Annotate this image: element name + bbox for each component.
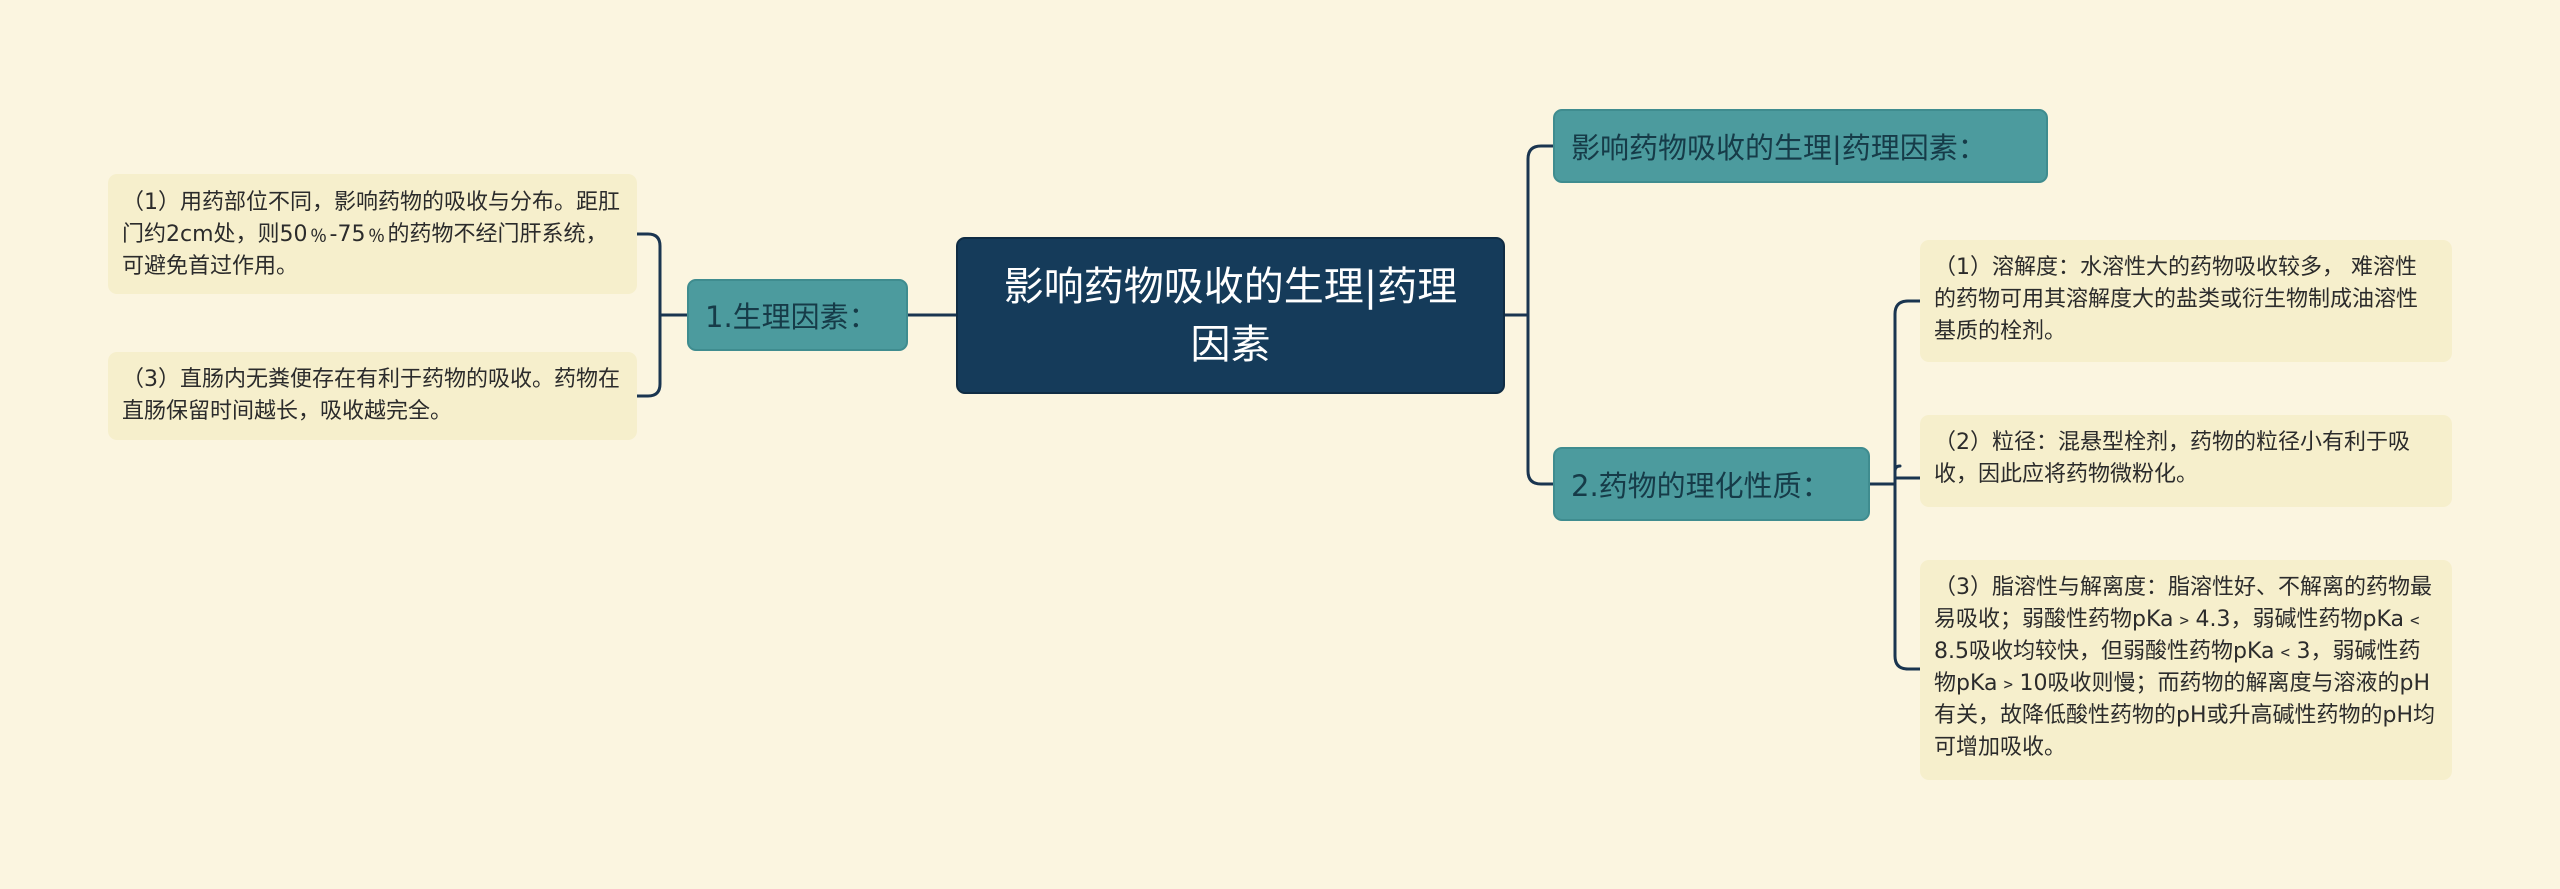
leaf-drug-site[interactable]: （1）用药部位不同，影响药物的吸收与分布。距肛门约2cm处，则50﹪-75﹪的药… [108, 174, 637, 294]
root-topic-label: 影响药物吸收的生理|药理因素 [1003, 263, 1458, 368]
leaf-drug-site-text: （1）用药部位不同，影响药物的吸收与分布。距肛门约2cm处，则50﹪-75﹪的药… [122, 190, 620, 279]
leaf-rectum-empty[interactable]: （3）直肠内无粪便存在有利于药物的吸收。药物在直肠保留时间越长，吸收越完全。 [108, 352, 637, 440]
leaf-lipid-solubility-text: （3）脂溶性与解离度：脂溶性好、不解离的药物最易吸收；弱酸性药物pKa﹥4.3，… [1934, 575, 2436, 760]
branch-physicochemical-properties-label: 2.药物的理化性质： [1571, 469, 1831, 503]
leaf-solubility[interactable]: （1）溶解度：水溶性大的药物吸收较多， 难溶性的药物可用其溶解度大的盐类或衍生物… [1920, 240, 2452, 362]
connector-right-leaves [1868, 299, 1922, 671]
connector-left-leaves [635, 232, 689, 398]
leaf-particle-size[interactable]: （2）粒径：混悬型栓剂，药物的粒径小有利于吸收，因此应将药物微粉化。 [1920, 415, 2452, 507]
root-topic[interactable]: 影响药物吸收的生理|药理因素 [956, 237, 1505, 394]
branch-physiological-factors-label: 1.生理因素： [705, 300, 878, 334]
leaf-lipid-solubility[interactable]: （3）脂溶性与解离度：脂溶性好、不解离的药物最易吸收；弱酸性药物pKa﹥4.3，… [1920, 560, 2452, 780]
branch-physiological-factors[interactable]: 1.生理因素： [687, 279, 908, 351]
branch-factors-heading[interactable]: 影响药物吸收的生理|药理因素： [1553, 109, 2048, 183]
leaf-solubility-text: （1）溶解度：水溶性大的药物吸收较多， 难溶性的药物可用其溶解度大的盐类或衍生物… [1934, 255, 2419, 344]
branch-physicochemical-properties[interactable]: 2.药物的理化性质： [1553, 447, 1870, 521]
leaf-particle-size-text: （2）粒径：混悬型栓剂，药物的粒径小有利于吸收，因此应将药物微粉化。 [1934, 430, 2410, 487]
connector-root-right [1503, 144, 1555, 486]
leaf-rectum-empty-text: （3）直肠内无粪便存在有利于药物的吸收。药物在直肠保留时间越长，吸收越完全。 [122, 367, 620, 424]
branch-factors-heading-label: 影响药物吸收的生理|药理因素： [1571, 131, 1987, 165]
